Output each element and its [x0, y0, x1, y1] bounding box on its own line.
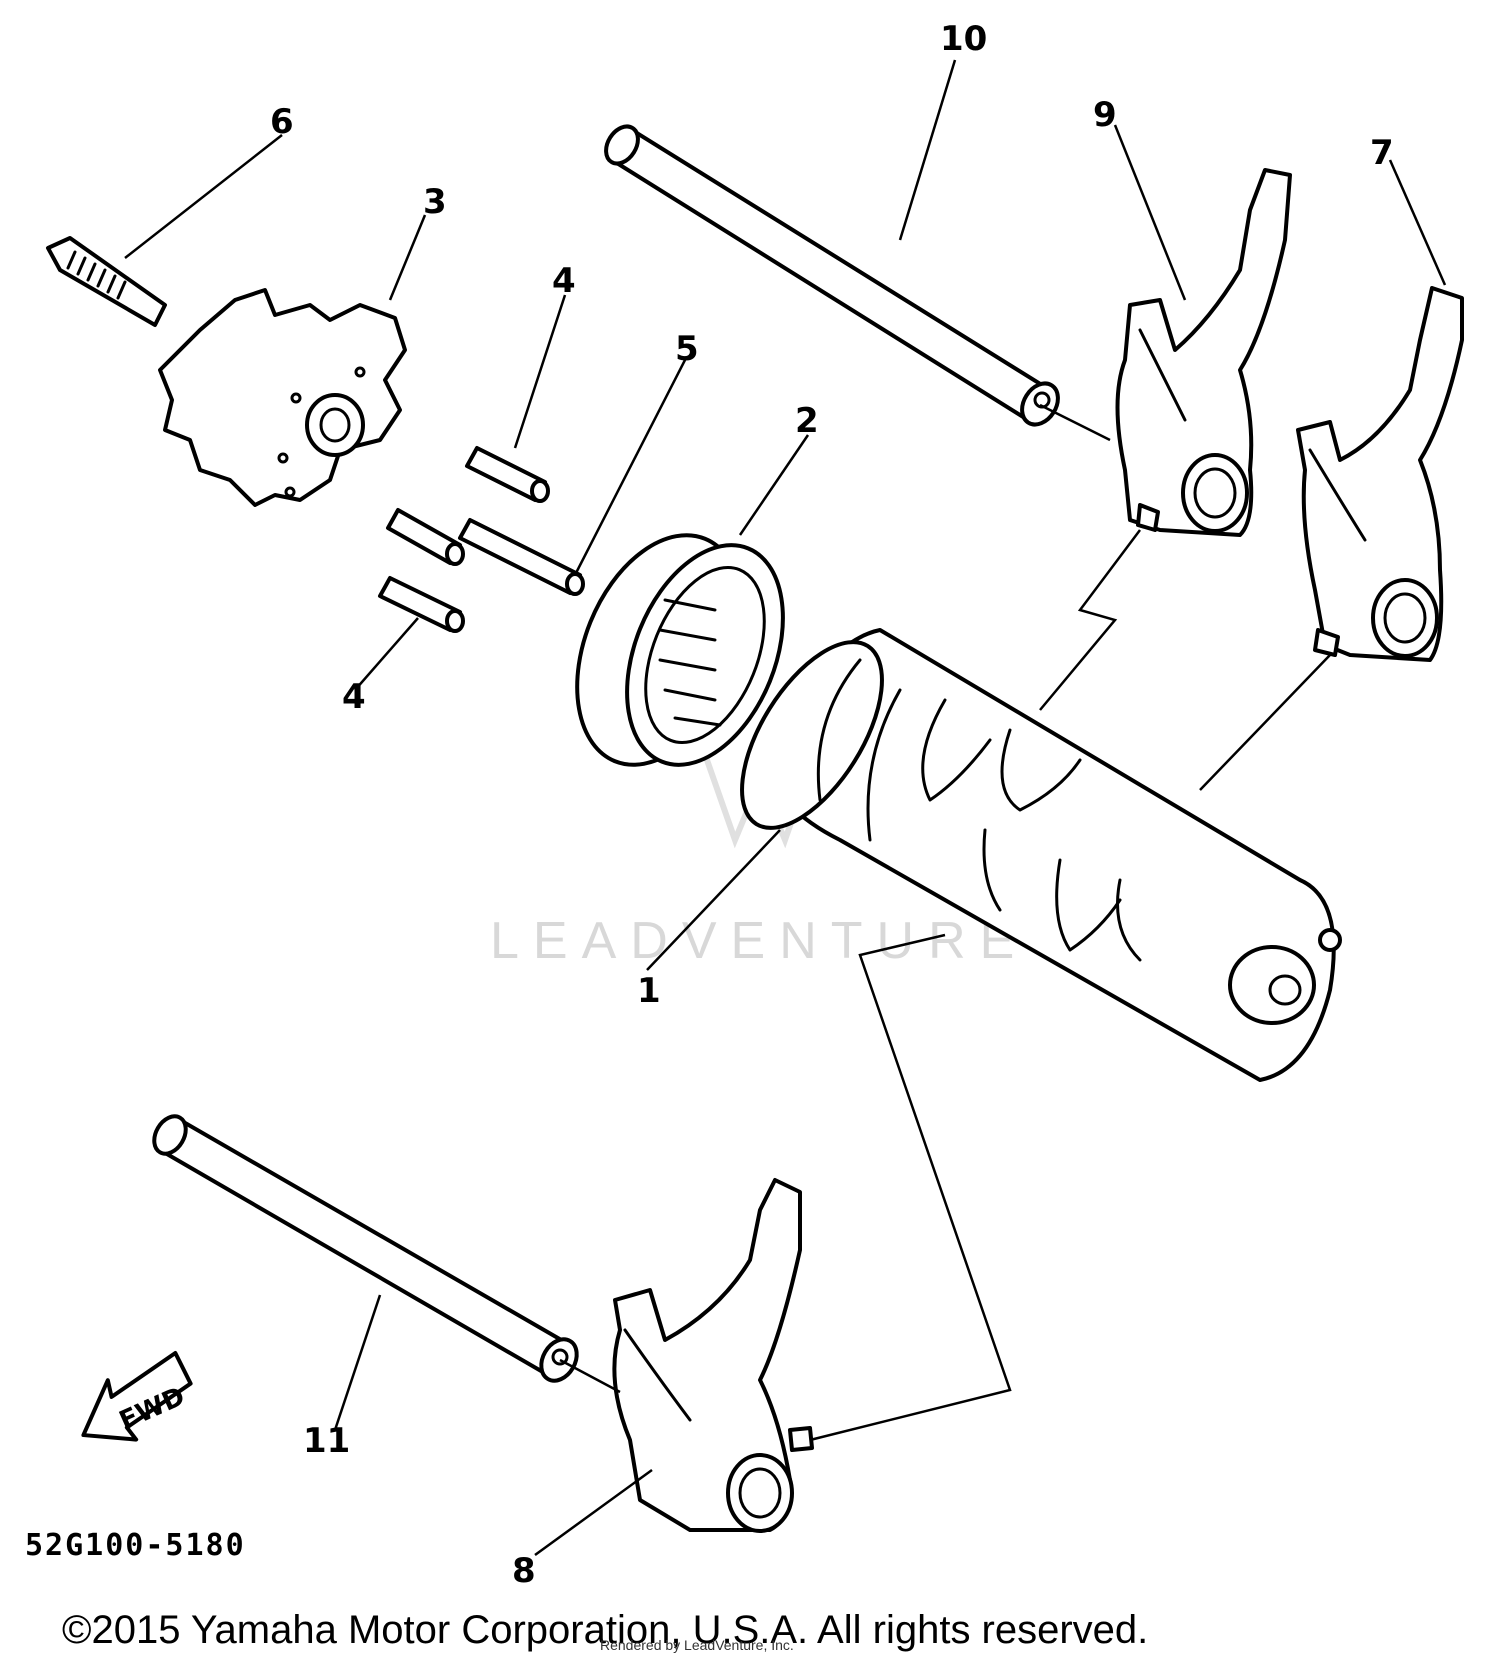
diagram-code: 52G100-5180 — [25, 1528, 246, 1563]
callout-1: 1 — [637, 971, 661, 1011]
watermark-logo: LEADVENTURE — [490, 739, 1028, 970]
fwd-arrow-icon: FWD — [81, 1351, 193, 1442]
callout-6: 6 — [270, 102, 294, 142]
callout-2: 2 — [795, 401, 819, 441]
callout-3: 3 — [423, 182, 447, 222]
callout-5: 5 — [675, 329, 699, 369]
part-4-pin-middle — [386, 508, 465, 566]
callout-7: 7 — [1370, 133, 1394, 173]
callout-10: 10 — [940, 19, 987, 59]
callout-4-upper: 4 — [552, 261, 576, 301]
part-3-segment — [158, 288, 407, 507]
callout-9: 9 — [1093, 95, 1117, 135]
part-4-pin-upper — [465, 446, 550, 503]
callout-11: 11 — [303, 1421, 350, 1461]
copyright-text: ©2015 Yamaha Motor Corporation, U.S.A. A… — [62, 1608, 1148, 1652]
part-5-pin — [458, 518, 585, 596]
watermark-text: LEADVENTURE — [490, 912, 1028, 970]
part-10-shift-rod — [604, 124, 1060, 427]
part-9-shift-fork — [1115, 168, 1292, 537]
leader-lines — [124, 59, 1447, 1557]
part-8-shift-fork — [612, 1178, 814, 1533]
part-2-bearing — [575, 533, 785, 767]
part-11-shift-rod — [152, 1114, 579, 1383]
rendered-by-text: Rendered by LeadVenture, Inc. — [600, 1637, 794, 1653]
part-4-pin-lower — [378, 576, 465, 633]
callout-4-lower: 4 — [342, 677, 366, 717]
callout-8: 8 — [512, 1551, 536, 1591]
part-1-shift-drum — [740, 628, 1342, 1082]
part-6-bolt — [46, 236, 167, 327]
part-7-shift-fork — [1296, 286, 1464, 662]
